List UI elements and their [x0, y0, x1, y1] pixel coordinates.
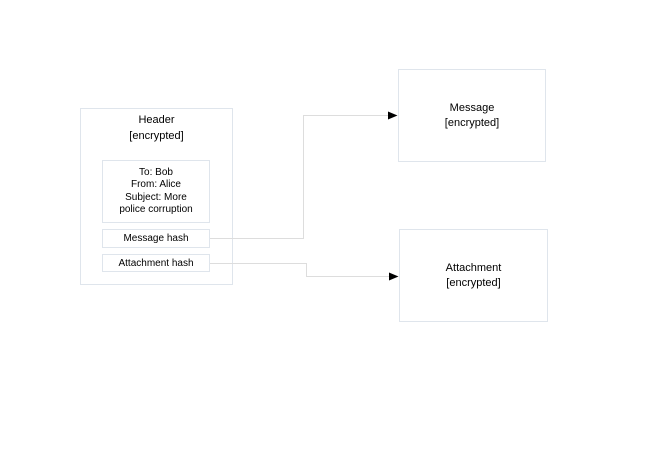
message-box: Message [encrypted] [398, 69, 546, 162]
attachment-box: Attachment [encrypted] [399, 229, 548, 322]
message-box-title-line: [encrypted] [444, 116, 500, 129]
attachment-box-title-line: Attachment [445, 261, 502, 274]
header-box-title-line: Header [138, 114, 175, 126]
attachment-hash-label: Attachment hash [118, 257, 194, 269]
message-arrowhead-icon [388, 111, 398, 120]
address-line-to: To: Bob [139, 166, 173, 178]
message-hash-box: Message hash [102, 229, 210, 248]
message-hash-to-message-connector [210, 115, 388, 239]
header-box-title-line: [encrypted] [129, 130, 184, 142]
attachment-hash-to-attachment-connector [210, 263, 389, 277]
message-hash-label: Message hash [123, 233, 189, 244]
address-box: To: Bob From: Alice Subject: More police… [102, 160, 210, 223]
message-box-title-line: Message [449, 101, 495, 114]
address-line-from: From: Alice [130, 179, 181, 190]
attachment-arrowhead-icon [389, 272, 399, 281]
header-box-title: Header [encrypted] [81, 109, 232, 144]
attachment-box-title-line: [encrypted] [446, 276, 501, 289]
address-line-subject: Subject: More [125, 191, 187, 203]
attachment-hash-box: Attachment hash [102, 254, 210, 272]
address-line-subject-cont: police corruption [119, 204, 193, 215]
